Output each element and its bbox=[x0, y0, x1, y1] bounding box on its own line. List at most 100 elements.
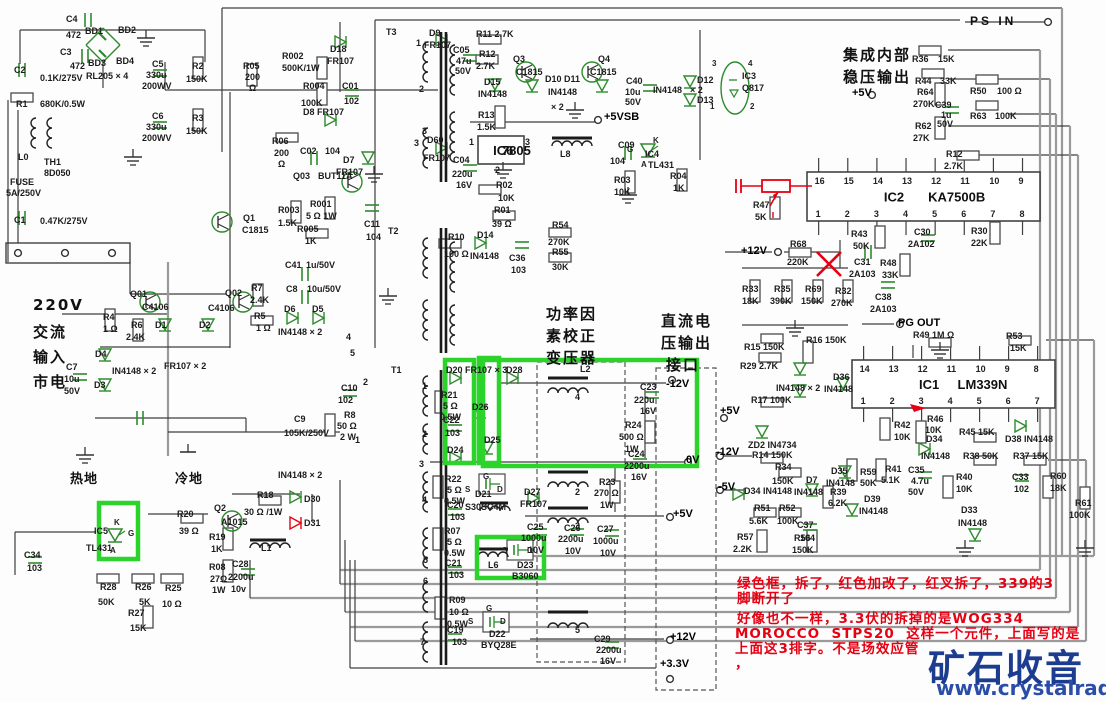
component-label: 680K/0.5W bbox=[40, 99, 86, 109]
diode bbox=[157, 318, 173, 332]
winding bbox=[547, 387, 589, 394]
resistor bbox=[749, 279, 761, 303]
repair-note-line6: ， bbox=[735, 656, 750, 672]
repair-note-line3: 好像也不一样，3.3伏的拆掉的是WOG334 bbox=[737, 611, 1025, 627]
resistor bbox=[10, 92, 34, 103]
component-label: 4 bbox=[748, 59, 753, 68]
component-label: D25 bbox=[484, 435, 501, 445]
component-label: R32 bbox=[835, 286, 852, 296]
component-label: 50K bbox=[860, 478, 877, 488]
component-label: 330u bbox=[146, 70, 167, 80]
component-label: R37 15K bbox=[1013, 451, 1049, 461]
resistor bbox=[316, 56, 328, 80]
component-label: 10u/50V bbox=[307, 284, 342, 294]
ps-in-label: PS IN bbox=[970, 14, 1017, 28]
bridge-rectifier bbox=[102, 44, 121, 63]
component-label: D24 bbox=[447, 445, 464, 455]
terminal bbox=[593, 115, 603, 125]
diode bbox=[506, 370, 520, 386]
terminal bbox=[13, 248, 23, 258]
component-label: 5 bbox=[350, 348, 356, 358]
component-label: R69 bbox=[805, 284, 822, 294]
component-label: R23 bbox=[599, 477, 616, 487]
ic-name: IC2 bbox=[884, 190, 904, 205]
component-label: R3 bbox=[192, 113, 204, 123]
component-label: R46 bbox=[927, 414, 944, 424]
component-label: C11 bbox=[364, 219, 381, 229]
optocoupler bbox=[720, 61, 750, 115]
component-label: 1 bbox=[710, 102, 715, 111]
component-label: 270K bbox=[548, 237, 570, 247]
resistor bbox=[324, 413, 336, 437]
component-label: C28 bbox=[232, 559, 249, 569]
resistor bbox=[548, 252, 572, 263]
tl431-ref bbox=[651, 145, 659, 151]
component-label: 10u bbox=[625, 87, 641, 97]
component-label: 1K bbox=[211, 544, 223, 554]
resistor bbox=[609, 480, 621, 504]
component-label: A bbox=[641, 160, 647, 169]
diode bbox=[527, 490, 541, 506]
component-label: 103 bbox=[449, 570, 465, 580]
transistor-lead bbox=[227, 513, 239, 520]
component-label: 6.2K bbox=[828, 498, 848, 508]
transistor-lead bbox=[521, 64, 533, 71]
resistor bbox=[956, 150, 980, 161]
component-label: FR107 bbox=[423, 153, 451, 163]
component-label: R02 bbox=[496, 180, 513, 190]
component-label: IN4148 bbox=[921, 451, 951, 461]
resistor bbox=[676, 168, 688, 192]
component-label: 105K/250V bbox=[284, 428, 330, 438]
component-label: R34 bbox=[775, 462, 792, 472]
diode bbox=[487, 78, 503, 92]
transistor bbox=[221, 510, 243, 532]
component-label: Ω bbox=[278, 159, 286, 169]
component-label: 100K bbox=[777, 516, 799, 526]
transistor-lead bbox=[238, 303, 250, 310]
component-label: D38 IN4148 bbox=[1005, 434, 1054, 444]
diode bbox=[844, 503, 860, 517]
green-highlight-box bbox=[480, 357, 700, 469]
component-label: R18 bbox=[257, 490, 274, 500]
component-label: 16V bbox=[456, 180, 473, 190]
cold-ground-label: 冷地 bbox=[175, 472, 204, 487]
component-label: 50 Ω bbox=[337, 421, 357, 431]
resistor bbox=[812, 279, 824, 303]
component-label: R25 bbox=[165, 583, 182, 593]
component-label: C21 bbox=[445, 558, 462, 568]
component-label: 10u bbox=[64, 374, 80, 384]
component-label: D33 bbox=[961, 505, 978, 515]
component-label: D13 bbox=[697, 95, 714, 105]
component-label: 16V bbox=[640, 406, 657, 416]
component-label: -5V bbox=[718, 481, 736, 493]
component-label: C26 bbox=[564, 523, 581, 533]
component-label: Q1 bbox=[243, 213, 256, 223]
resistor bbox=[316, 82, 328, 106]
terminal bbox=[1043, 17, 1053, 27]
ac-input-label-line2: 交流 bbox=[33, 323, 68, 341]
component-label: R07 bbox=[444, 526, 461, 536]
component-label: 150K bbox=[792, 545, 814, 555]
winding bbox=[422, 299, 429, 341]
component-label: D22 bbox=[489, 629, 506, 639]
component-label: 5A/250V bbox=[6, 188, 42, 198]
component-label: PG OUT bbox=[898, 317, 941, 329]
component-label: FR107 bbox=[336, 167, 364, 177]
component-label: R1 bbox=[16, 99, 28, 109]
component-label: 22K bbox=[971, 238, 988, 248]
diode bbox=[918, 441, 932, 457]
component-label: 2 bbox=[575, 487, 581, 497]
component-label: 6 bbox=[423, 576, 429, 586]
component-label: R17 100K bbox=[751, 395, 792, 405]
transistor bbox=[581, 61, 603, 83]
component-label: 16V bbox=[631, 472, 648, 482]
component-label: R13 bbox=[478, 110, 495, 120]
component-label: C35 bbox=[908, 465, 925, 475]
component-label: 2200u bbox=[558, 534, 584, 544]
component-label: 220u bbox=[452, 169, 473, 179]
component-label: 18K bbox=[742, 296, 759, 306]
component-label: D bbox=[527, 546, 533, 555]
component-label: D12 bbox=[697, 75, 714, 85]
